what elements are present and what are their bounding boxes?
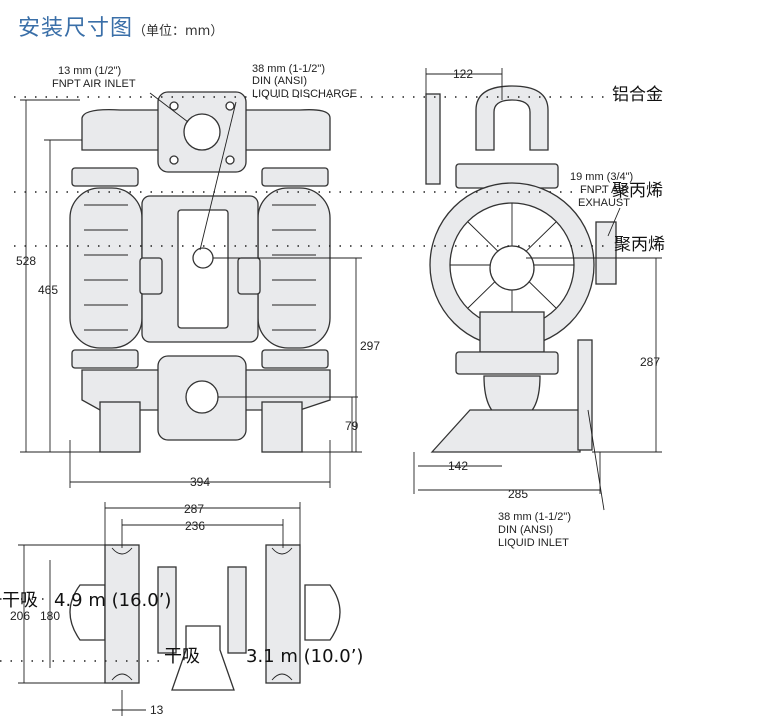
dim-285: 285	[508, 487, 528, 501]
dim-287-side: 287	[640, 355, 660, 369]
page-title: 安装尺寸图（单位：mm）	[18, 10, 223, 42]
dim-142: 142	[448, 459, 468, 473]
exhaust-type: FNPT AIR	[580, 184, 629, 196]
inlet-port	[185, 380, 219, 414]
left-chamber	[69, 187, 143, 349]
dim-206: 206	[10, 609, 30, 623]
suction-lift: 干吸 4.9 m (16.0’) 干吸 3.1 m (10.0’)	[2, 590, 363, 667]
right-chamber	[257, 187, 331, 349]
wet-suction-value: 3.1 m (10.0’)	[246, 646, 363, 667]
side-inlet-flange	[577, 339, 593, 451]
dim-528: 528	[16, 254, 36, 268]
dim-394: 394	[190, 475, 210, 489]
inlet-type: LIQUID INLET	[498, 537, 569, 549]
dim-236: 236	[185, 519, 205, 533]
exhaust-label: EXHAUST	[578, 197, 630, 209]
dim-122: 122	[453, 67, 473, 81]
guide-lines	[0, 96, 610, 662]
discharge-port	[183, 113, 221, 151]
front-view: 528 465 297 79 394 13 mm (1/2") FNPT AIR…	[16, 63, 380, 489]
material-aluminum: 铝合金	[612, 85, 663, 105]
dim-287-bottom: 287	[184, 502, 204, 516]
right-foot	[261, 401, 303, 453]
bottom-base	[171, 625, 235, 691]
side-discharge-elbow	[475, 85, 549, 151]
discharge-type: LIQUID DISCHARGE	[252, 88, 357, 100]
side-top-flange	[425, 93, 441, 185]
side-view: 122 287 142 285 19 mm (3/4") FNPT AIR EX…	[413, 67, 665, 549]
wet-suction-label: 干吸	[164, 646, 200, 667]
material-pp-1: 聚丙烯	[612, 181, 663, 201]
bottom-view: 287 236 206 180 13	[10, 502, 341, 717]
dry-suction-label: 干吸	[2, 590, 38, 611]
dry-suction-value: 4.9 m (16.0’)	[54, 590, 171, 611]
left-foot	[99, 401, 141, 453]
discharge-standard: DIN (ANSI)	[252, 75, 307, 87]
title-unit: （单位：mm）	[133, 24, 224, 39]
air-valve	[177, 209, 229, 329]
exhaust-size: 19 mm (3/4")	[570, 171, 633, 183]
bottom-left-foot	[104, 544, 140, 684]
dim-13: 13	[150, 703, 164, 717]
title-main: 安装尺寸图	[18, 16, 134, 41]
side-body	[479, 311, 545, 353]
dim-297: 297	[360, 339, 380, 353]
dim-79: 79	[345, 419, 359, 433]
material-pp-2: 聚丙烯	[614, 235, 665, 255]
side-exhaust	[595, 221, 617, 285]
inlet-size: 38 mm (1-1/2")	[498, 511, 571, 523]
dim-180: 180	[40, 609, 60, 623]
air-inlet-port	[192, 247, 214, 269]
bottom-right-foot	[265, 544, 301, 684]
air-inlet-size: 13 mm (1/2")	[58, 65, 121, 77]
discharge-size: 38 mm (1-1/2")	[252, 63, 325, 75]
side-base	[430, 409, 581, 453]
dim-465: 465	[38, 283, 58, 297]
air-inlet-type: FNPT AIR INLET	[52, 78, 136, 90]
side-hub	[489, 245, 535, 291]
inlet-standard: DIN (ANSI)	[498, 524, 553, 536]
